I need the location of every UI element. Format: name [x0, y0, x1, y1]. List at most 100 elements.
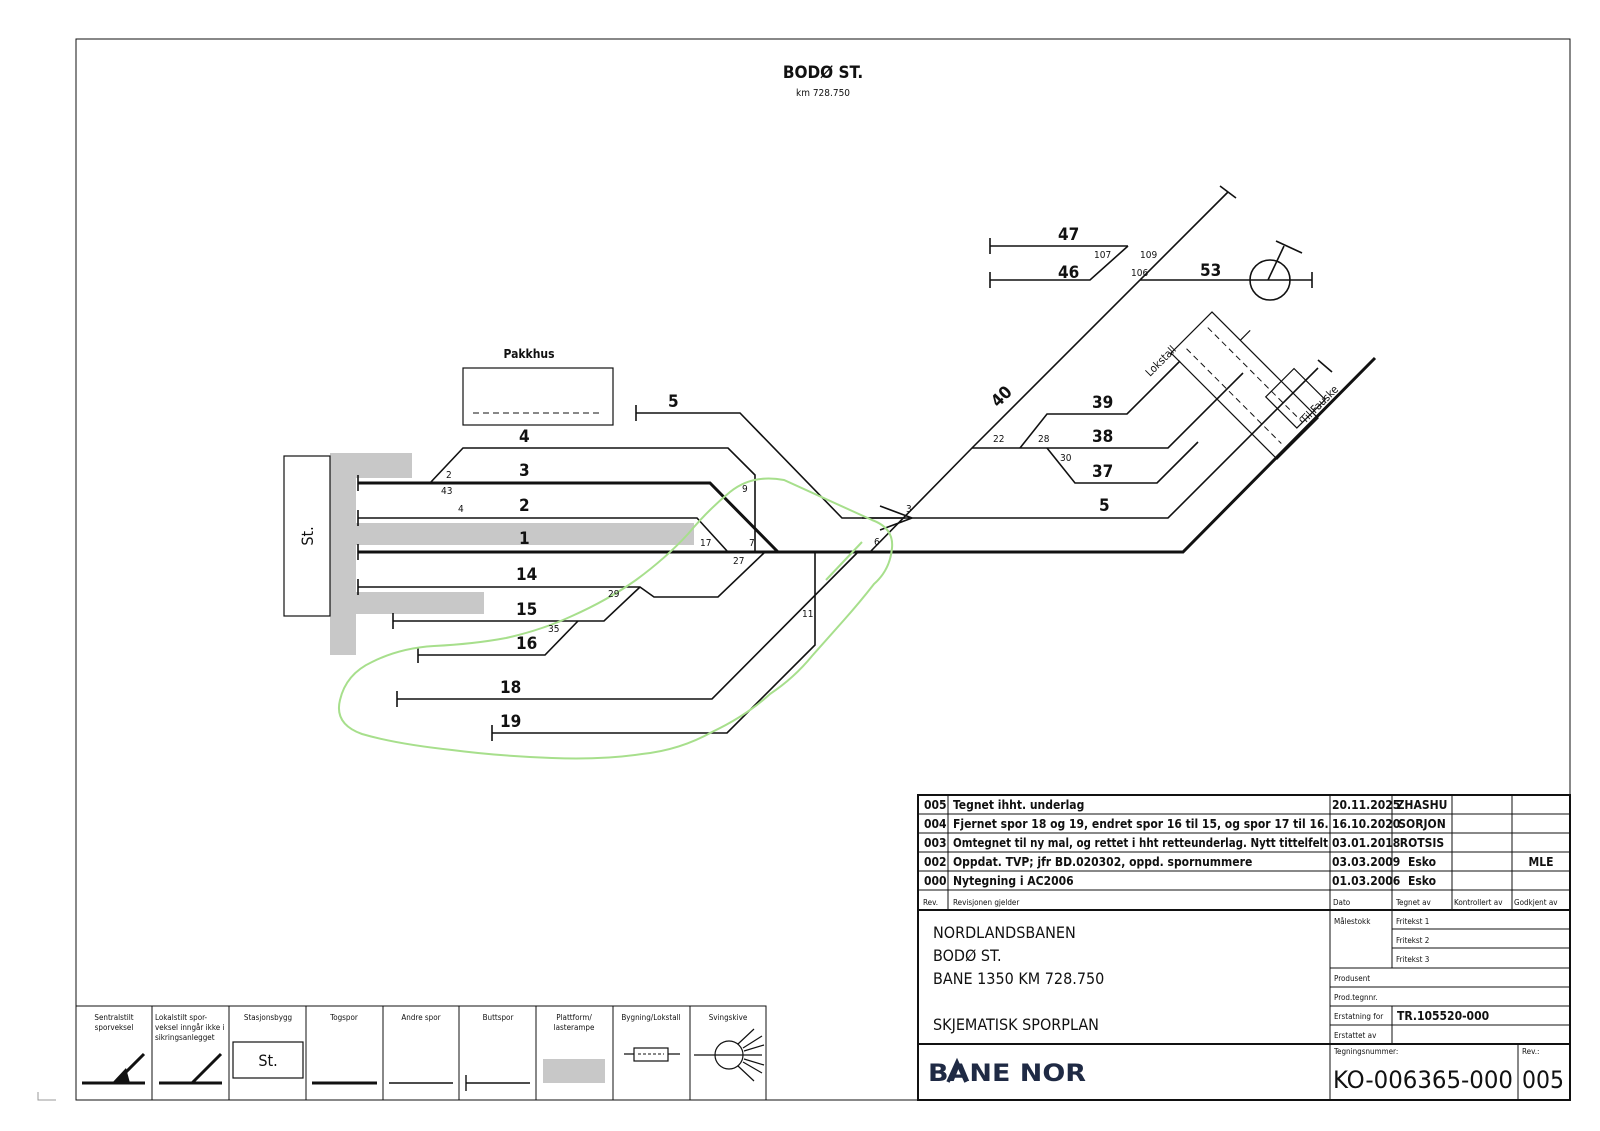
- revision-rev: 005: [924, 798, 947, 812]
- corner-mark: [37, 1092, 56, 1101]
- legend-label: Andre spor: [401, 1013, 440, 1022]
- revision-header: Rev.: [923, 898, 938, 907]
- platform-stem: [330, 453, 356, 655]
- lokstall-outline: [1170, 311, 1319, 460]
- direction-label: Til Fauske: [1297, 383, 1341, 427]
- switch-label: 107: [1094, 250, 1111, 261]
- revision-drawn-by: Esko: [1408, 855, 1436, 869]
- track-38-line: [972, 372, 1244, 449]
- company-logo: BANE NOR: [928, 1057, 1086, 1087]
- track-label-4: 4: [519, 427, 530, 447]
- pakkhus-label: Pakkhus: [503, 347, 554, 361]
- track-label-3: 3: [519, 461, 530, 481]
- revision-drawn-by: ZHASHU: [1397, 798, 1448, 812]
- switch-label: 35: [548, 624, 559, 635]
- station-km: km 728.750: [796, 88, 850, 99]
- platforms: [330, 453, 694, 655]
- lokstall-vent: [1239, 329, 1251, 341]
- track-4-line: [429, 447, 756, 552]
- track-label-19: 19: [500, 712, 521, 732]
- revision-text: Nytegning i AC2006: [953, 874, 1074, 888]
- turntable-bridge-end: [1275, 240, 1303, 254]
- title-line-4: SKJEMATISK SPORPLAN: [933, 1015, 1099, 1034]
- track-2-line: [358, 517, 729, 553]
- revision-date: 20.11.2025: [1332, 798, 1400, 812]
- legend-table: [75, 1005, 767, 1101]
- legend-label: Stasjonsbygg: [244, 1013, 292, 1022]
- fritekst-label: Fritekst 1: [1396, 917, 1429, 926]
- title-line-3: BANE 1350 KM 728.750: [933, 969, 1104, 988]
- revision-header: Dato: [1333, 898, 1351, 907]
- station-building: [283, 455, 331, 617]
- track-label-2: 2: [519, 496, 530, 516]
- track-label-47: 47: [1058, 225, 1079, 245]
- turntable-circle: [1249, 259, 1291, 301]
- track-46-line: [990, 245, 1129, 281]
- switch-label: 7: [749, 538, 755, 549]
- legend-central-switch-sample: [82, 1052, 146, 1085]
- revision-drawn-by: ROTSIS: [1400, 836, 1444, 850]
- revision-date: 16.10.2020: [1332, 817, 1400, 831]
- erstattet-label: Erstattet av: [1334, 1031, 1377, 1040]
- lokstall-annex: [1264, 367, 1326, 429]
- track-lines: [358, 191, 1377, 734]
- track-39-line: [1019, 360, 1181, 449]
- prod-tegnnr-label: Prod.tegnnr.: [1334, 993, 1378, 1002]
- track-label-15: 15: [516, 600, 537, 620]
- logo-mark: [946, 1057, 968, 1083]
- track-label-5-east: 5: [1099, 496, 1110, 516]
- legend-frame: [75, 1005, 767, 1101]
- track-label-37: 37: [1092, 462, 1113, 482]
- revision-table: [917, 794, 1571, 911]
- track-19-line: [492, 552, 816, 734]
- legend-station-building-sample: [232, 1041, 304, 1079]
- revision-date: 03.01.2018: [1332, 836, 1400, 850]
- legend-platform-sample: [543, 1059, 605, 1083]
- revision-cloud: [338, 477, 894, 760]
- switch-label: 4: [458, 504, 464, 515]
- track-label-16: 16: [516, 634, 537, 654]
- switch-label: 106: [1131, 268, 1148, 279]
- legend-turntable-rays: [737, 1028, 765, 1082]
- revision-text: Oppdat. TVP; jfr BD.020302, oppd. spornu…: [953, 855, 1252, 869]
- fritekst-label: Fritekst 2: [1396, 936, 1429, 945]
- title-block-text: NORDLANDSBANEN BODØ ST. BANE 1350 KM 728…: [933, 916, 1564, 1094]
- revision-text: Fjernet spor 18 og 19, endret spor 16 ti…: [953, 817, 1329, 831]
- track-label-39: 39: [1092, 393, 1113, 413]
- switch-label: 28: [1038, 434, 1050, 445]
- company-name: BANE NOR: [928, 1059, 1086, 1087]
- legend-station-building-text: St.: [258, 1051, 277, 1070]
- legend-building-sample: [624, 1047, 680, 1062]
- station-building-label: St.: [298, 526, 317, 545]
- produsent-label: Produsent: [1334, 974, 1370, 983]
- revision-drawn-by: Esko: [1408, 874, 1436, 888]
- revision-header: Godkjent av: [1514, 898, 1558, 907]
- station-title: BODØ ST.: [783, 63, 863, 83]
- title-line-1: NORDLANDSBANEN: [933, 923, 1076, 942]
- revision-date: 01.03.2006: [1332, 874, 1400, 888]
- buffer-stop: [1219, 185, 1237, 199]
- scale-label: Målestokk: [1334, 916, 1371, 926]
- revision-date: 03.03.2009: [1332, 855, 1400, 869]
- switch-label: 9: [742, 484, 748, 495]
- title-block: [917, 909, 1571, 1101]
- revision-drawn-by: SORJON: [1398, 817, 1446, 831]
- track-14-line: [358, 551, 766, 598]
- switch-label: 3: [906, 504, 912, 515]
- lokstall-dashed-line: [1186, 348, 1282, 444]
- legend-label: Plattform/lasterampe: [554, 1013, 595, 1032]
- drawing-number: KO-006365-000: [1333, 1066, 1513, 1094]
- legend-label: Buttspor: [483, 1013, 514, 1022]
- legend-label: Bygning/Lokstall: [621, 1013, 680, 1022]
- legend-local-switch-sample: [159, 1052, 223, 1085]
- track-37-line: [1046, 441, 1199, 484]
- track-label-53: 53: [1200, 261, 1221, 281]
- revision-rev: 003: [924, 836, 947, 850]
- revision-text: Tegnet ihht. underlag: [953, 798, 1084, 812]
- revision-approved-by: MLE: [1528, 855, 1553, 869]
- platform-track-15: [356, 592, 484, 614]
- track-5-east-line: [862, 367, 1319, 519]
